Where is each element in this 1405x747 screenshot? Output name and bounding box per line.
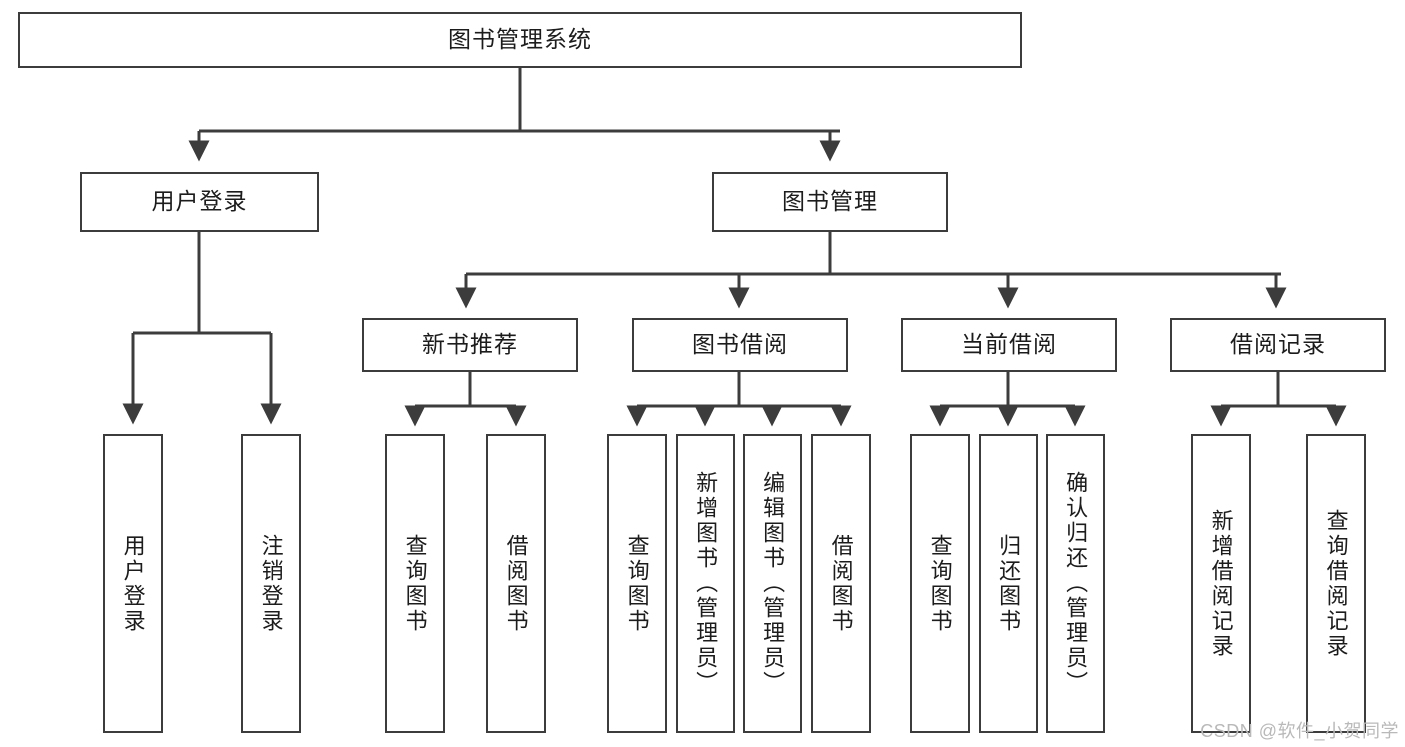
node-label: 用户登录 [151, 188, 248, 215]
node-label: 归还图书 [996, 533, 1022, 634]
node-current-borrow[interactable]: 当前借阅 [901, 318, 1117, 372]
node-label: 借阅图书 [503, 533, 529, 634]
node-label: 借阅记录 [1230, 331, 1326, 358]
leaf-borrow-book[interactable]: 借阅图书 [811, 434, 871, 733]
node-book-management[interactable]: 图书管理 [712, 172, 948, 232]
leaf-query-book-borrow[interactable]: 查询图书 [607, 434, 667, 733]
leaf-user-login[interactable]: 用户登录 [103, 434, 163, 733]
leaf-add-borrow-record[interactable]: 新增借阅记录 [1191, 434, 1251, 733]
node-borrow-record[interactable]: 借阅记录 [1170, 318, 1386, 372]
leaf-query-book-recommend[interactable]: 查询图书 [385, 434, 445, 733]
node-label: 注销登录 [258, 533, 284, 634]
leaf-borrow-book-recommend[interactable]: 借阅图书 [486, 434, 546, 733]
node-label: 编辑图书（管理员） [760, 471, 786, 696]
node-label: 新增借阅记录 [1208, 508, 1234, 659]
node-label: 当前借阅 [961, 331, 1057, 358]
node-label: 查询图书 [624, 533, 650, 634]
node-label: 借阅图书 [828, 533, 854, 634]
leaf-query-book-current[interactable]: 查询图书 [910, 434, 970, 733]
node-label: 图书借阅 [692, 331, 788, 358]
leaf-logout-login[interactable]: 注销登录 [241, 434, 301, 733]
node-label: 图书管理 [782, 188, 878, 215]
node-book-borrow[interactable]: 图书借阅 [632, 318, 848, 372]
leaf-edit-book-admin[interactable]: 编辑图书（管理员） [743, 434, 802, 733]
leaf-return-book[interactable]: 归还图书 [979, 434, 1038, 733]
node-user-login[interactable]: 用户登录 [80, 172, 319, 232]
leaf-query-borrow-record[interactable]: 查询借阅记录 [1306, 434, 1366, 733]
node-label: 新书推荐 [422, 331, 518, 358]
node-label: 确认归还（管理员） [1063, 471, 1089, 696]
node-book-management-system[interactable]: 图书管理系统 [18, 12, 1022, 68]
node-label: 用户登录 [120, 533, 146, 634]
leaf-add-book-admin[interactable]: 新增图书（管理员） [676, 434, 735, 733]
node-label: 查询图书 [402, 533, 428, 634]
node-label: 查询借阅记录 [1323, 508, 1349, 659]
csdn-watermark: CSDN @软件_小贺同学 [1200, 721, 1399, 741]
node-label: 新增图书（管理员） [693, 471, 719, 696]
node-new-book-recommend[interactable]: 新书推荐 [362, 318, 578, 372]
node-label: 图书管理系统 [448, 26, 592, 53]
leaf-confirm-return-admin[interactable]: 确认归还（管理员） [1046, 434, 1105, 733]
node-label: 查询图书 [927, 533, 953, 634]
